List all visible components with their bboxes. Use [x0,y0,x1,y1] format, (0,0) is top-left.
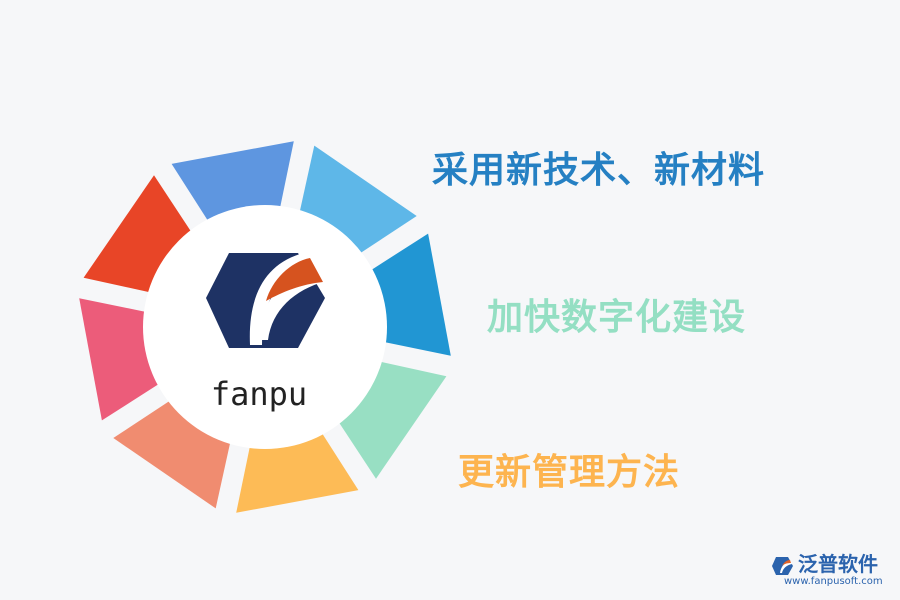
watermark: 泛普软件 www.fanpusoft.com [770,552,892,588]
watermark-name: 泛普软件 [798,552,878,576]
center-logo-icon [206,253,326,348]
center-label: fanpu [210,375,308,413]
item-label-management-methods: 更新管理方法 [458,452,681,493]
item-label-new-technology: 采用新技术、新材料 [432,150,766,191]
fanpu-logo-icon [772,557,793,575]
item-label-digitalization: 加快数字化建设 [487,297,747,338]
watermark-url: www.fanpusoft.com [784,576,883,587]
